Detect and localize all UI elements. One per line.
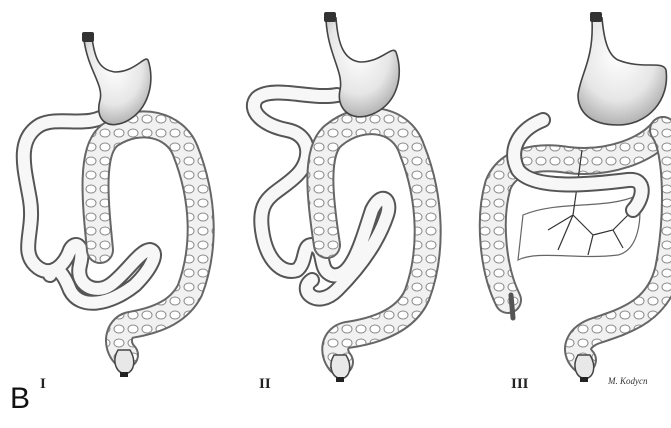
panel-2-rectum	[331, 355, 350, 379]
panel-3-rectum	[575, 355, 594, 379]
panel-1-colon	[96, 124, 201, 355]
panel-2-numeral: II	[259, 376, 271, 393]
panel-1-illustration	[24, 32, 201, 377]
illustrator-signature: M. Kodycn	[608, 376, 648, 386]
panel-1-stomach	[82, 32, 151, 125]
panel-3-stomach	[578, 12, 666, 125]
panel-1-rectum	[115, 350, 134, 374]
panel-3-appendix	[511, 295, 513, 318]
panel-2-illustration	[254, 12, 428, 382]
figure-panel-letter: B	[10, 384, 30, 414]
panel-3-numeral: III	[511, 376, 529, 393]
panel-3-illustration	[493, 12, 671, 382]
panel-1-numeral: I	[40, 376, 46, 393]
